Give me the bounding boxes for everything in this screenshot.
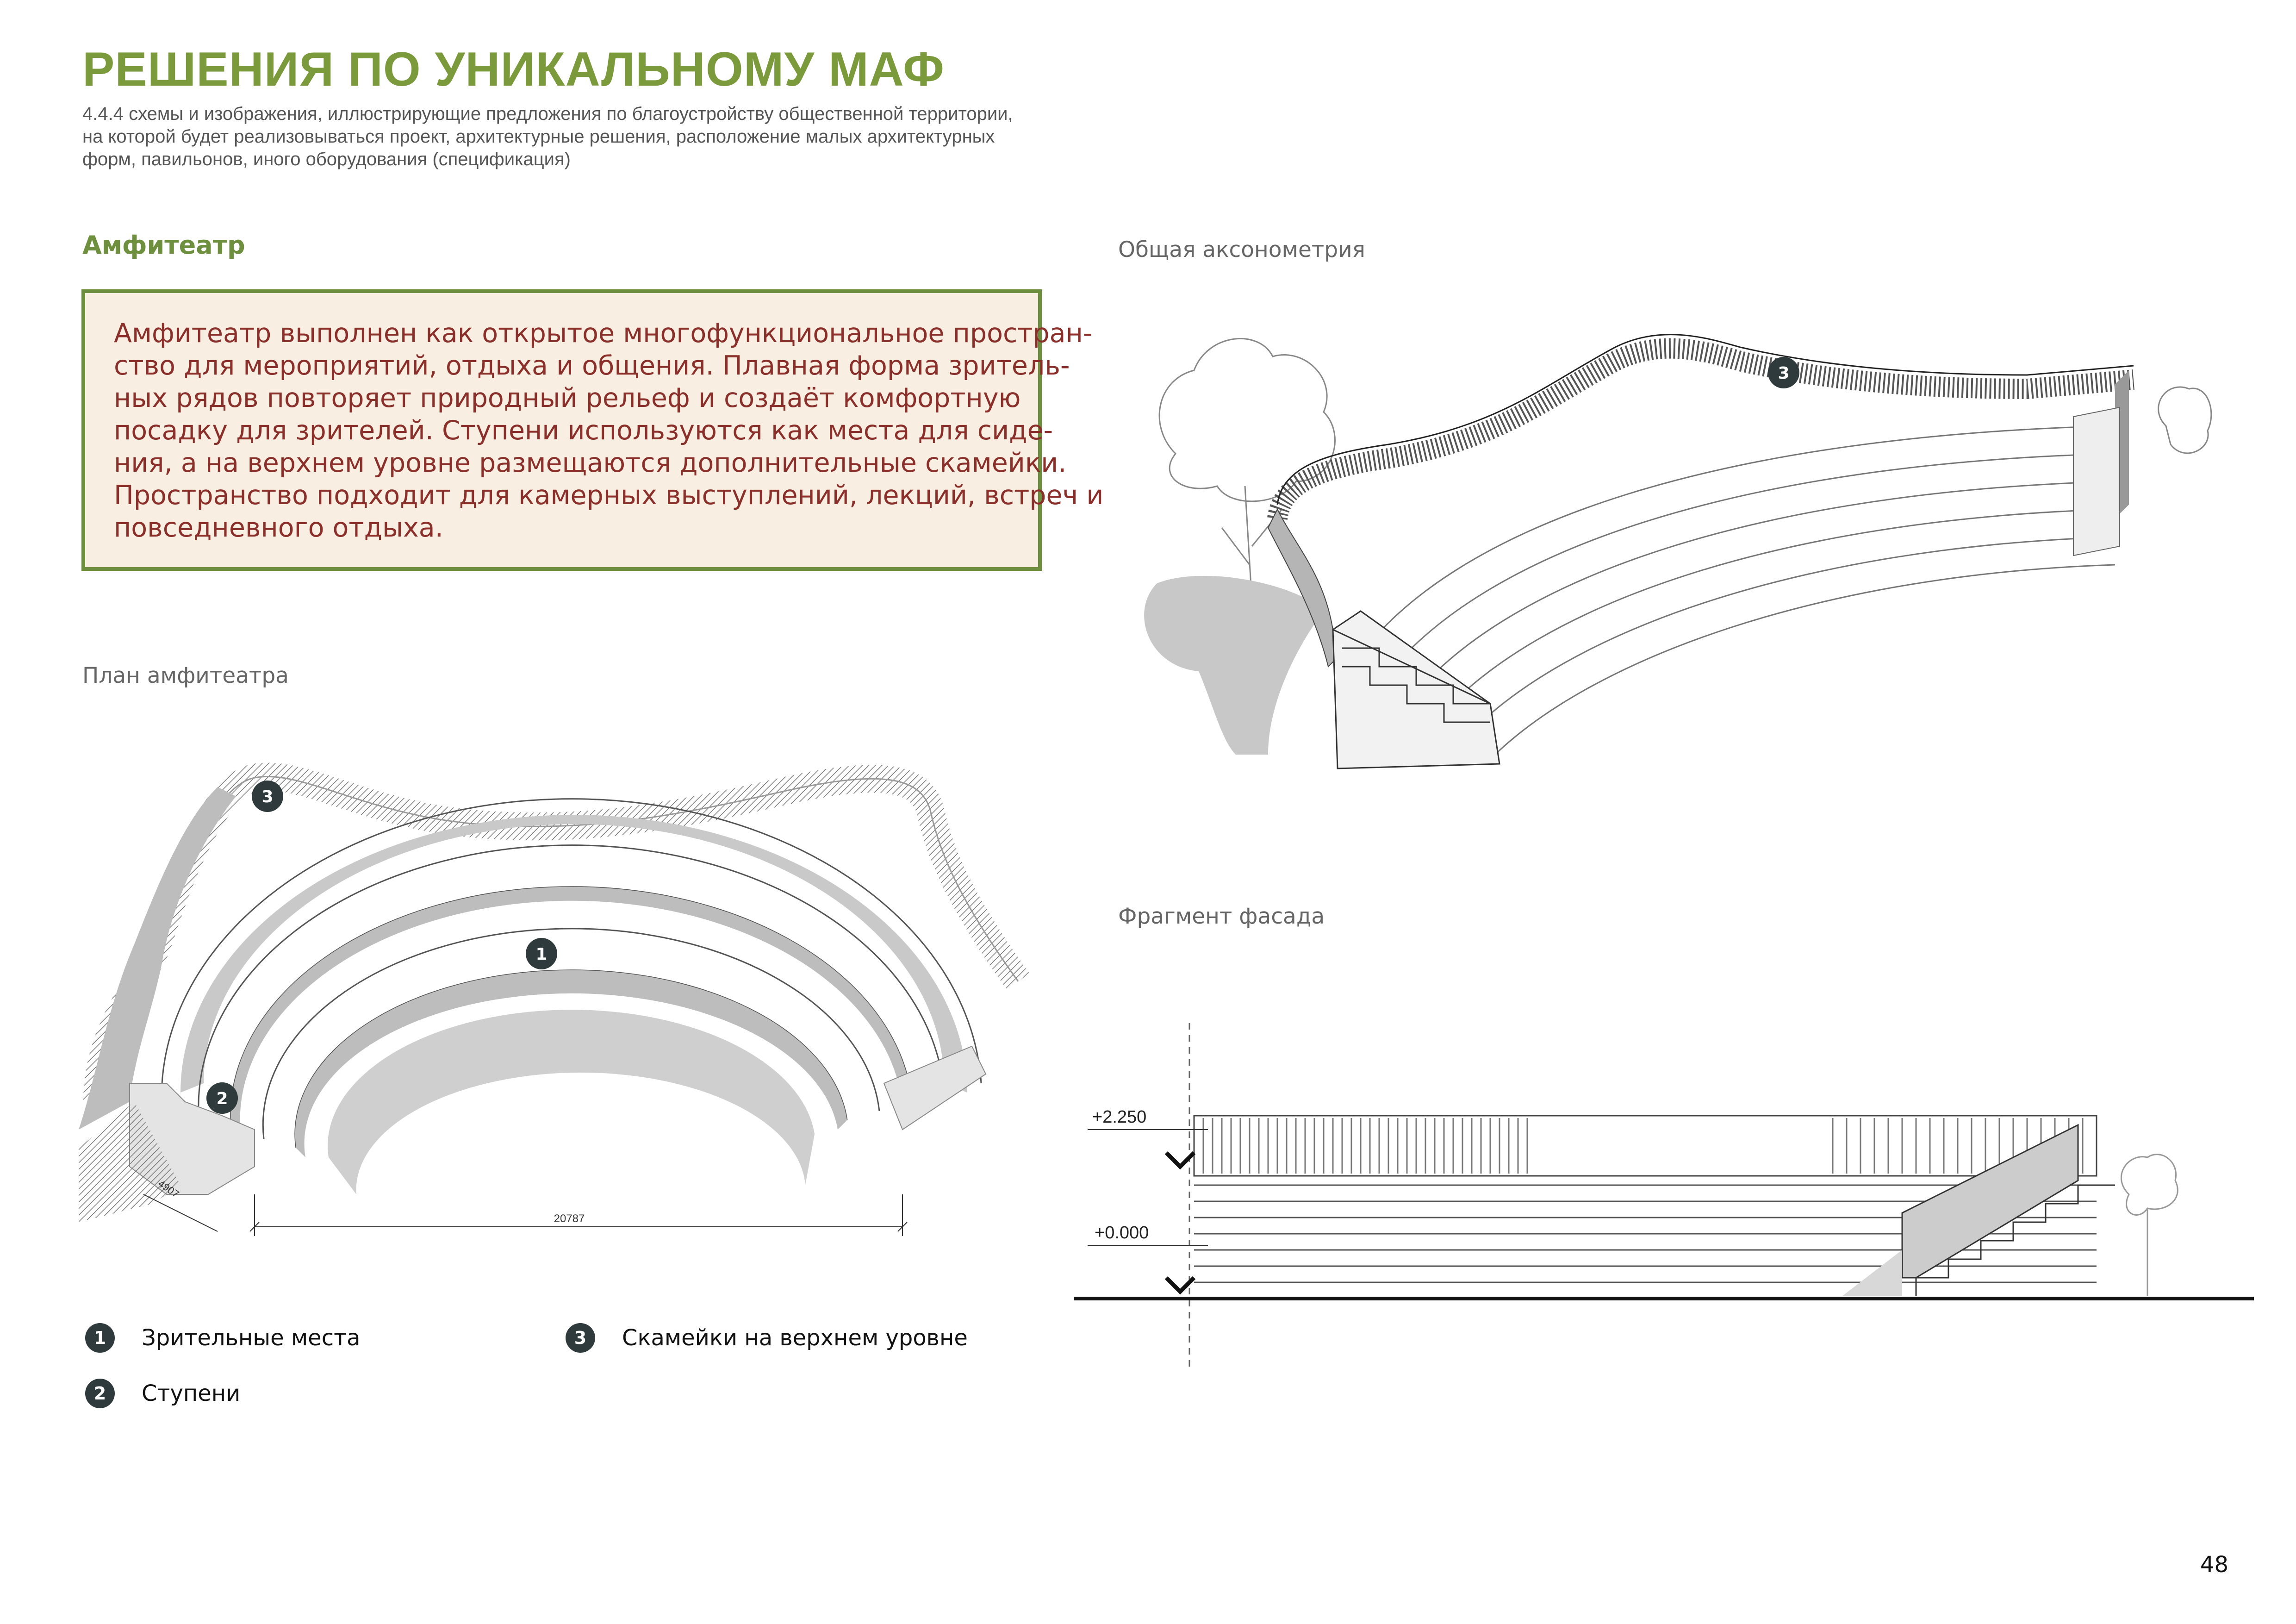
axo-front-wall <box>1267 508 1338 668</box>
page-title: РЕШЕНИЯ ПО УНИКАЛЬНОМУ МАФ <box>82 43 945 96</box>
subtitle-line: на которой будет реализовываться проект,… <box>82 126 995 147</box>
axonometry-caption: Общая аксонометрия <box>1118 237 1365 262</box>
description-line: Пространство подходит для камерных высту… <box>114 480 1104 511</box>
page-subtitle: 4.4.4 схемы и изображения, иллюстрирующи… <box>82 103 1128 171</box>
legend-item: 3 Скамейки на верхнем уровне <box>566 1323 968 1353</box>
legend-marker: 2 <box>85 1379 115 1408</box>
section-heading: Амфитеатр <box>82 231 245 260</box>
legend-item: 2 Ступени <box>85 1379 240 1408</box>
axo-right-stairs <box>2073 406 2120 556</box>
plan-marker-1: 1 <box>526 938 557 969</box>
legend-marker: 3 <box>566 1323 595 1353</box>
facade-caption: Фрагмент фасада <box>1118 904 1325 929</box>
description-line: ных рядов повторяет природный рельеф и с… <box>114 383 1021 413</box>
svg-text:2: 2 <box>216 1089 228 1108</box>
description-line: ния, а на верхнем уровне размещаются доп… <box>114 448 1067 478</box>
facade-railing-bars <box>1202 1118 2084 1174</box>
description-line: ство для мероприятий, отдыха и общения. … <box>114 350 1070 381</box>
plan-drawing: 20787 4907 3 1 2 <box>79 762 1030 1236</box>
plan-left-slope <box>79 787 236 1130</box>
description-text: Амфитеатр выполнен как открытое многофун… <box>114 317 1104 544</box>
svg-text:3: 3 <box>261 787 273 806</box>
description-box: Амфитеатр выполнен как открытое многофун… <box>81 289 1104 571</box>
legend-label: Ступени <box>142 1380 241 1406</box>
axo-seating-rows <box>1350 425 2116 760</box>
description-line: Амфитеатр выполнен как открытое многофун… <box>114 318 1093 349</box>
axo-front-stairs <box>1332 610 1500 769</box>
facade-level-top: +2.250 <box>1092 1107 1146 1127</box>
subtitle-line: 4.4.4 схемы и изображения, иллюстрирующи… <box>82 104 1013 124</box>
subtitle-line: форм, павильонов, иного оборудования (сп… <box>82 149 571 169</box>
plan-marker-2: 2 <box>206 1082 238 1114</box>
plan-dimension-lines <box>143 1194 908 1236</box>
legend-label: Скамейки на верхнем уровне <box>622 1325 968 1351</box>
facade-drawing: +2.250 +0.000 <box>1074 1023 2254 1370</box>
axo-left-ground <box>1144 575 1324 755</box>
legend-item: 1 Зрительные места <box>85 1323 360 1353</box>
description-line: посадку для зрителей. Ступени используют… <box>114 415 1053 446</box>
legend-label: Зрительные места <box>142 1325 361 1351</box>
legend-marker: 1 <box>85 1323 115 1353</box>
description-line: повседневного отдыха. <box>114 512 443 543</box>
facade-level-bottom: +0.000 <box>1095 1223 1149 1243</box>
axonometry-drawing: 3 <box>1144 334 2212 769</box>
svg-text:1: 1 <box>535 945 547 964</box>
plan-marker-3: 3 <box>252 781 283 812</box>
page-number: 48 <box>2200 1552 2228 1578</box>
axo-upper-railing <box>1267 338 2134 520</box>
axo-marker-3: 3 <box>1768 357 1799 388</box>
plan-caption: План амфитеатра <box>82 663 289 688</box>
plan-right-steps <box>883 1045 987 1131</box>
svg-text:3: 3 <box>1778 364 1789 383</box>
plan-dimension-main: 20787 <box>554 1212 585 1225</box>
